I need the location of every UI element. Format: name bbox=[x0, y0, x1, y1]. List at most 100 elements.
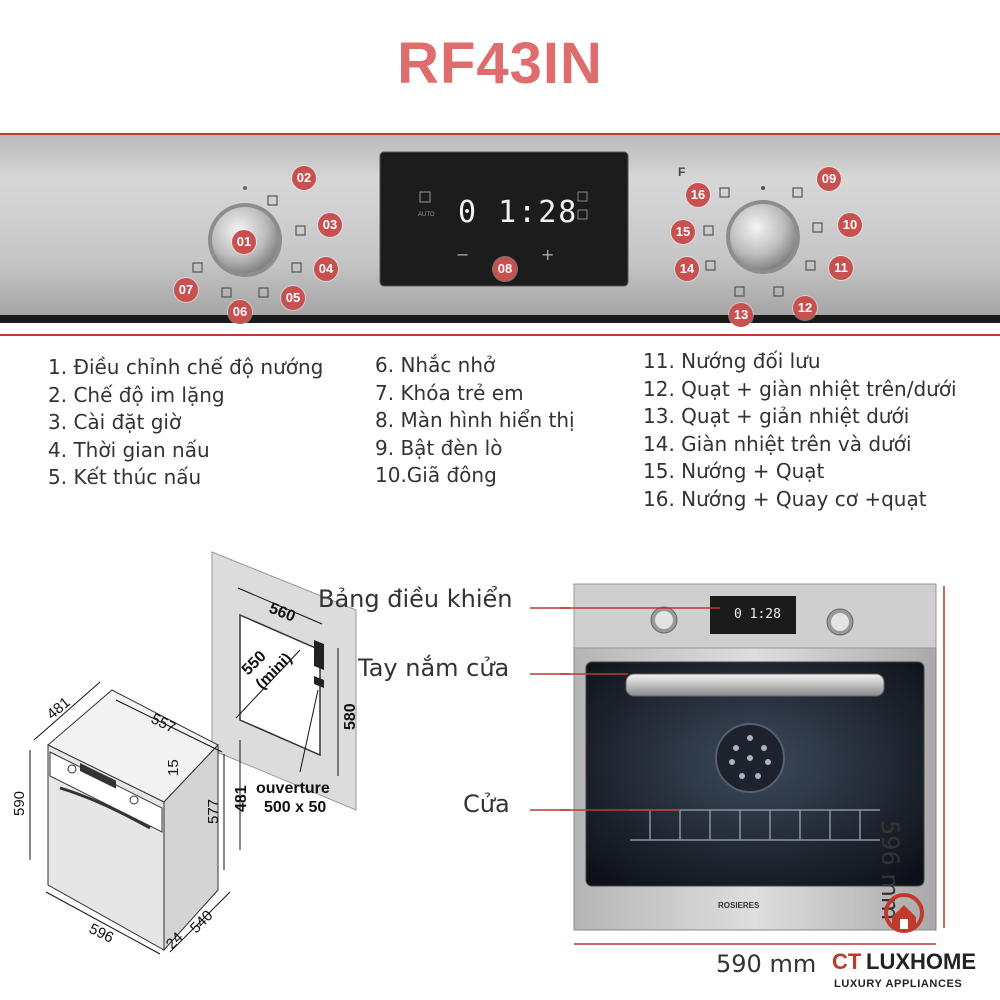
oven-panel-face bbox=[49, 751, 163, 833]
legend-item: 14. Giàn nhiệt trên và dưới bbox=[643, 431, 912, 456]
badge-04: 04 bbox=[314, 257, 338, 281]
dim-line-560 bbox=[237, 587, 323, 625]
dim-580: 580 bbox=[342, 703, 359, 730]
oven-mini-knob-right bbox=[129, 795, 139, 805]
brand-logo-mark: CT LUXHOME LUXURY APPLIANCES bbox=[832, 893, 976, 990]
badge-02: 02 bbox=[292, 166, 316, 190]
oven-display bbox=[710, 596, 796, 634]
logo-luxhome: LUXHOME bbox=[866, 949, 976, 974]
dim-line-557 bbox=[115, 699, 223, 753]
top-bottom-heat-icon bbox=[705, 260, 716, 271]
legend-item: 5. Kết thúc nấu bbox=[48, 465, 202, 489]
dim-line-481-top bbox=[33, 681, 101, 741]
legend-item: 9. Bật đèn lò bbox=[375, 435, 503, 460]
badge-14: 14 bbox=[675, 257, 699, 281]
dim-596: 596 bbox=[86, 920, 116, 946]
badge-12: 12 bbox=[793, 296, 817, 320]
minus-button[interactable]: − bbox=[456, 245, 469, 264]
door-label: Cửa bbox=[463, 790, 510, 818]
leader-extensions bbox=[530, 607, 570, 811]
logo-house-icon bbox=[892, 905, 916, 929]
knob-marker-icon bbox=[243, 186, 247, 190]
dim-line-550 bbox=[235, 649, 301, 719]
function-knob-marker-icon bbox=[761, 186, 765, 190]
auto-icon bbox=[419, 191, 431, 203]
oven-side-face bbox=[163, 743, 219, 952]
width-label: 590 mm bbox=[716, 950, 817, 978]
oven-fan-holes bbox=[729, 735, 771, 779]
logo-ring-icon bbox=[884, 893, 924, 933]
legend-item: 13. Quạt + giản nhiệt dưới bbox=[643, 404, 910, 428]
oven-light-icon bbox=[792, 187, 803, 198]
legend-item: 12. Quạt + giàn nhiệt trên/dưới bbox=[643, 376, 957, 401]
oven-mini-handle bbox=[59, 786, 151, 830]
badge-11: 11 bbox=[829, 256, 853, 280]
plus-button[interactable]: + bbox=[541, 245, 554, 264]
control-panel-label: Bảng điều khiển bbox=[318, 585, 513, 613]
right-knob-symbols bbox=[703, 187, 823, 297]
dimension-drawing: 560 550 (mini) 580 ouverture 500 x 50 48… bbox=[11, 551, 359, 955]
fan-top-bottom-icon bbox=[773, 286, 784, 297]
vent-slot-small bbox=[314, 676, 324, 688]
display-screen bbox=[379, 151, 629, 287]
badge-07: 07 bbox=[174, 278, 198, 302]
badge-06: 06 bbox=[228, 300, 252, 324]
silent-mode-icon bbox=[267, 195, 278, 206]
legend-item: 4. Thời gian nấu bbox=[48, 437, 210, 462]
badge-09: 09 bbox=[817, 167, 841, 191]
legend-item: 2. Chế độ im lặng bbox=[48, 382, 225, 407]
legend-column-2: 6. Nhắc nhở 7. Khóa trẻ em 8. Màn hình h… bbox=[375, 352, 575, 490]
child-lock-icon bbox=[192, 262, 203, 273]
control-panel-graphic: AUTO 0 1:28 − + F bbox=[0, 133, 1000, 336]
badge-10: 10 bbox=[838, 213, 862, 237]
dim-481-top: 481 bbox=[44, 694, 74, 723]
oven-front-illustration: 0 1:28 ROSIERES bbox=[560, 583, 945, 945]
badge-01: 01 bbox=[232, 230, 256, 254]
grill-fan-icon bbox=[703, 225, 714, 236]
oven-right-knob-cap bbox=[831, 613, 849, 631]
legend-column-3: 11. Nướng đối lưu 12. Quạt + giàn nhiệt … bbox=[643, 348, 957, 513]
dim-15: 15 bbox=[165, 759, 182, 776]
fan-bottom-icon bbox=[734, 286, 745, 297]
dim-line-540 bbox=[169, 891, 231, 953]
oven-brand-plate: ROSIERES bbox=[718, 901, 760, 910]
legend-item: 3. Cài đặt giờ bbox=[48, 410, 182, 434]
brand-logo: CT LUXHOME LUXURY APPLIANCES bbox=[832, 893, 992, 993]
left-knob-symbols bbox=[192, 195, 306, 298]
legend-item: 6. Nhắc nhở bbox=[375, 353, 496, 377]
vent-slot bbox=[314, 640, 324, 670]
legend-item: 15. Nướng + Quạt bbox=[643, 459, 825, 483]
logo-tagline: LUXURY APPLIANCES bbox=[834, 978, 962, 990]
badge-03: 03 bbox=[318, 213, 342, 237]
legend-item: 16. Nướng + Quay cơ +quạt bbox=[643, 486, 927, 511]
display-lock-icon bbox=[577, 209, 588, 220]
oven-door-handle[interactable] bbox=[625, 673, 885, 697]
display-auto-label: AUTO bbox=[418, 212, 435, 218]
opening-label: ouverture bbox=[256, 780, 330, 797]
badge-15: 15 bbox=[671, 220, 695, 244]
logo-door-icon bbox=[900, 919, 908, 929]
oven-display-time: 0 1:28 bbox=[734, 607, 781, 622]
legend-item: 1. Điều chỉnh chế độ nướng bbox=[48, 355, 324, 379]
legend-item: 10.Giã đông bbox=[375, 463, 497, 487]
cook-time-icon bbox=[291, 262, 302, 273]
function-f-label: F bbox=[678, 165, 685, 179]
reminder-icon bbox=[221, 287, 232, 298]
dim-590: 590 bbox=[11, 791, 28, 816]
door-handle-label: Tay nắm cửa bbox=[358, 654, 510, 682]
dim-481-side: 481 bbox=[233, 785, 250, 812]
legend-item: 8. Màn hình hiển thị bbox=[375, 408, 575, 432]
badge-13: 13 bbox=[729, 303, 753, 327]
logo-ct: CT bbox=[832, 949, 862, 974]
rotisserie-fan-icon bbox=[719, 187, 730, 198]
dim-line-596 bbox=[45, 891, 161, 955]
badge-16: 16 bbox=[686, 183, 710, 207]
badge-05: 05 bbox=[281, 286, 305, 310]
display-time: 0 1:28 bbox=[458, 195, 578, 230]
legend-column-1: 1. Điều chỉnh chế độ nướng 2. Chế độ im … bbox=[48, 354, 323, 492]
page-title: RF43IN bbox=[397, 31, 603, 96]
control-panel-closeup: AUTO 0 1:28 − + F 01 02 03 04 05 06 07 0… bbox=[0, 130, 1000, 340]
function-knob[interactable] bbox=[730, 204, 796, 270]
oven-left-knob-cap bbox=[655, 611, 673, 629]
oven-mini-display bbox=[80, 763, 116, 789]
